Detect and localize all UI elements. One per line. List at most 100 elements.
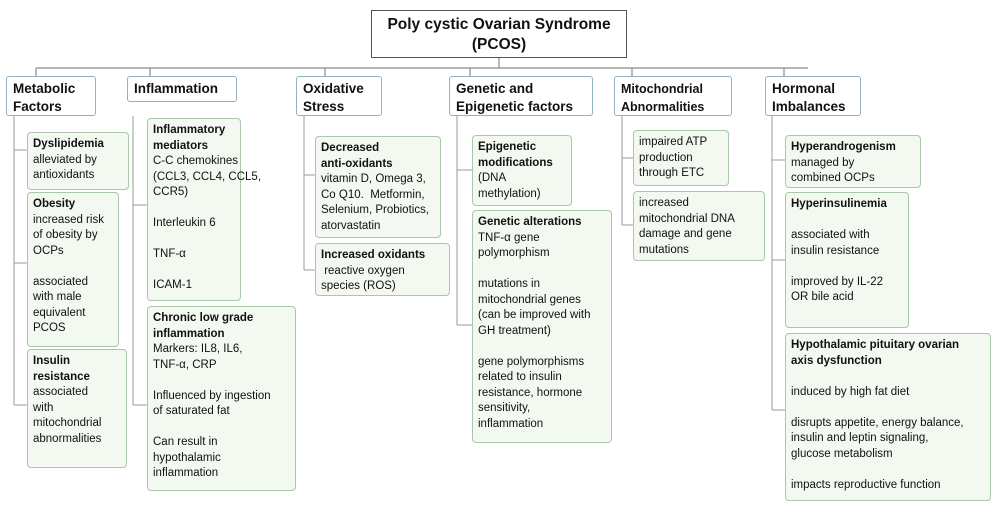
node-text: mutations [639, 243, 689, 256]
node-text: Abnormalities [621, 100, 705, 114]
node-text: OCPs [33, 244, 64, 257]
node-text: associated [33, 386, 88, 398]
node-text: damage and gene [639, 228, 732, 240]
category-inflammation: Inflammation [127, 76, 237, 102]
node-text: species (ROS) [321, 280, 396, 292]
node-text: inflammation [153, 467, 219, 479]
root-node: Poly cystic Ovarian Syndrome (PCOS) [371, 10, 627, 58]
node-text: managed by [791, 156, 855, 169]
node-text: combined OCPs [791, 172, 875, 184]
node-text: mitochondrial DNA [639, 212, 735, 225]
node-text: Obesity [33, 198, 76, 210]
leaf-decreased-antioxidants: Decreased anti-oxidants vitamin D, Omega… [315, 136, 441, 238]
node-text: Insulin [33, 355, 71, 367]
node-text: antioxidants [33, 169, 95, 181]
node-text: vitamin D, Omega 3, [321, 173, 426, 185]
node-text: (can be improved with [478, 309, 591, 321]
node-text: alleviated by [33, 153, 97, 166]
node-text: TNF-α, CRP [153, 358, 217, 371]
node-text: production [639, 151, 693, 164]
node-text: TNF-α [153, 248, 186, 260]
node-text: Imbalances [772, 99, 846, 114]
node-text: modifications [478, 156, 553, 169]
node-text: equivalent [33, 306, 86, 319]
node-text: CCR5) [153, 186, 189, 198]
leaf-genetic-alterations: Genetic alterations TNF-α gene polymorph… [472, 210, 612, 443]
node-text: methylation) [478, 187, 541, 200]
node-text: Genetic alterations [478, 216, 582, 228]
node-text: Hyperinsulinemia [791, 198, 887, 210]
leaf-insulin-resistance: Insulin resistance associated with mitoc… [27, 349, 127, 468]
node-text: mitochondrial genes [478, 293, 581, 306]
node-text: mediators [153, 139, 208, 152]
node-text: Hyperandrogenism [791, 141, 896, 153]
node-text: abnormalities [33, 432, 102, 445]
node-text: Inflammatory [153, 124, 226, 136]
leaf-mitochondrial-dna-damage: increased mitochondrial DNA damage and g… [633, 191, 765, 261]
leaf-inflammatory-mediators: Inflammatory mediators C-C chemokines (C… [147, 118, 262, 301]
node-text: Selenium, Probiotics, [321, 204, 430, 216]
leaf-increased-oxidants: Increased oxidants reactive oxygen speci… [315, 243, 450, 296]
category-mitochondrial-abnormalities: Mitochondrial Abnormalities [614, 76, 732, 116]
node-text: increased [639, 197, 689, 209]
node-text: resistance [33, 370, 90, 383]
node-text: reactive oxygen [321, 264, 405, 277]
node-text: related to insulin [478, 371, 562, 383]
node-text: with [33, 401, 54, 414]
leaf-epigenetic-modifications: Epigenetic modifications (DNA methylatio… [472, 135, 572, 206]
leaf-chronic-low-grade-inflammation: Chronic low grade inflammation Markers: … [147, 306, 296, 491]
node-text: TNF-α gene [478, 231, 540, 244]
node-text: PCOS [33, 322, 66, 334]
node-text: hypothalamic [153, 451, 221, 464]
node-text: glucose metabolism [791, 447, 893, 460]
node-text: Epigenetic factors [456, 99, 574, 114]
node-text: Influenced by ingestion [153, 389, 271, 402]
node-text: ICAM-1 [153, 279, 192, 291]
node-text: sensitivity, [478, 402, 531, 414]
node-text: Metabolic [13, 81, 76, 96]
root-subtitle: (PCOS) [471, 36, 527, 53]
node-text: through ETC [639, 167, 705, 179]
category-genetic-epigenetic: Genetic and Epigenetic factors [449, 76, 593, 116]
node-text: resistance, hormone [478, 386, 583, 399]
node-text: OR bile acid [791, 291, 854, 303]
node-text: disrupts appetite, energy balance, [791, 416, 964, 429]
node-text: GH treatment) [478, 324, 551, 337]
leaf-hyperinsulinemia: Hyperinsulinemia associated with insulin… [785, 192, 909, 328]
node-text: Hypothalamic pituitary ovarian [791, 339, 960, 351]
node-text: induced by high fat diet [791, 385, 910, 398]
node-text: atorvastatin [321, 219, 381, 232]
node-text: mutations in [478, 278, 541, 290]
leaf-hyperandrogenism: Hyperandrogenism managed by combined OCP… [785, 135, 921, 188]
node-text: Factors [13, 99, 62, 114]
node-text: Can result in [153, 436, 218, 448]
node-text: Inflammation [134, 81, 219, 96]
node-text: Dyslipidemia [33, 138, 104, 150]
node-text: Interleukin 6 [153, 217, 216, 229]
leaf-hpo-axis-dysfunction: Hypothalamic pituitary ovarian axis dysf… [785, 333, 991, 501]
node-text: Increased oxidants [321, 249, 426, 261]
node-text: Co Q10. Metformin, [321, 188, 425, 201]
node-text: inflammation [478, 417, 544, 430]
node-text: polymorphism [478, 247, 550, 259]
node-text: insulin resistance [791, 244, 880, 257]
node-text: (CCL3, CCL4, CCL5, [153, 170, 262, 183]
node-text: associated [33, 275, 88, 288]
leaf-dyslipidemia: Dyslipidemia alleviated by antioxidants [27, 132, 129, 190]
node-text: associated with [791, 229, 870, 241]
node-text: Decreased [321, 142, 380, 154]
node-text: Oxidative [303, 81, 364, 96]
node-text: impacts reproductive function [791, 478, 941, 491]
node-text: Mitochondrial [621, 82, 703, 96]
category-oxidative-stress: Oxidative Stress [296, 76, 382, 116]
node-text: anti-oxidants [321, 157, 393, 170]
leaf-impaired-atp: impaired ATP production through ETC [633, 130, 729, 186]
node-text: inflammation [153, 327, 225, 340]
node-text: with male [33, 291, 82, 303]
node-text: improved by IL-22 [791, 275, 884, 288]
node-text: Stress [303, 99, 345, 114]
node-text: Hormonal [772, 81, 836, 96]
node-text: insulin and leptin signaling, [791, 432, 929, 444]
node-text: of obesity by [33, 229, 98, 241]
